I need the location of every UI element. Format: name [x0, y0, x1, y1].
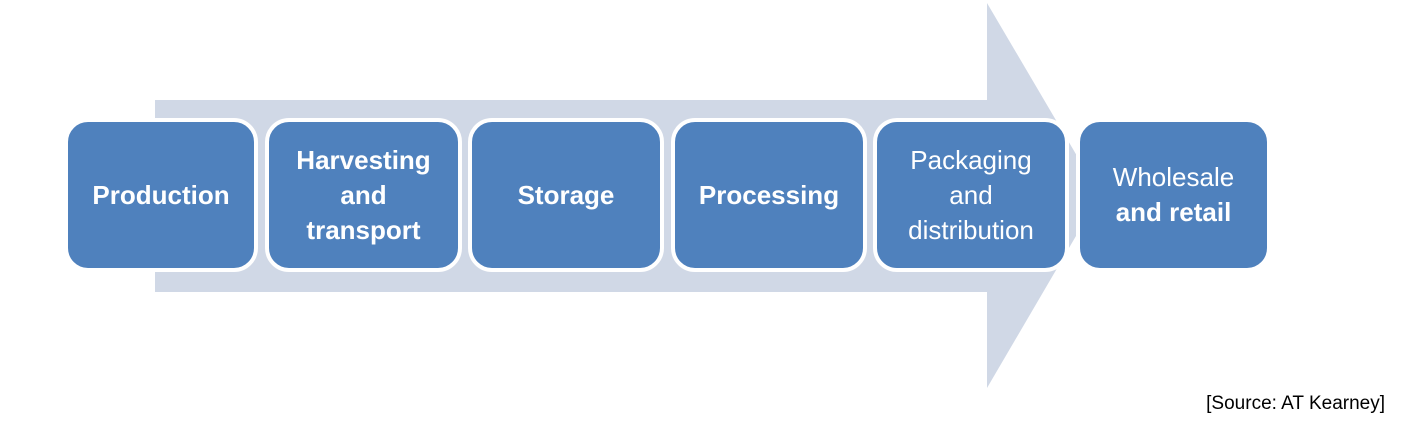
- step-label-line: and retail: [1115, 197, 1232, 227]
- step-label-line: distribution: [908, 214, 1034, 245]
- step-label-line: and: [340, 179, 387, 210]
- step-label-line: Harvesting: [296, 144, 431, 175]
- step-label-line: Production: [92, 179, 230, 210]
- step-wholesale-and-retail: Wholesale and retail: [1076, 118, 1271, 272]
- step-harvesting-and-transport: Harvesting and transport: [265, 118, 462, 272]
- source-caption: [Source: AT Kearney]: [1206, 393, 1385, 414]
- step-label-line: Packaging: [910, 144, 1032, 175]
- step-label-line: and: [949, 179, 993, 210]
- step-label: Harvesting and transport: [296, 143, 430, 248]
- step-label-line: Wholesale: [1112, 162, 1235, 192]
- step-label: Packaging and distribution: [908, 143, 1034, 248]
- step-packaging-and-distribution: Packaging and distribution: [873, 118, 1069, 272]
- step-label: Production: [92, 178, 229, 213]
- step-storage: Storage: [468, 118, 664, 272]
- step-production: Production: [64, 118, 258, 272]
- step-label: Storage: [518, 178, 615, 213]
- step-label: Processing: [699, 178, 839, 213]
- step-processing: Processing: [671, 118, 867, 272]
- step-label-line: Processing: [698, 179, 840, 210]
- step-label: Wholesale and retail: [1113, 160, 1234, 230]
- step-label-line: Storage: [517, 179, 615, 210]
- step-label-line: transport: [306, 214, 421, 245]
